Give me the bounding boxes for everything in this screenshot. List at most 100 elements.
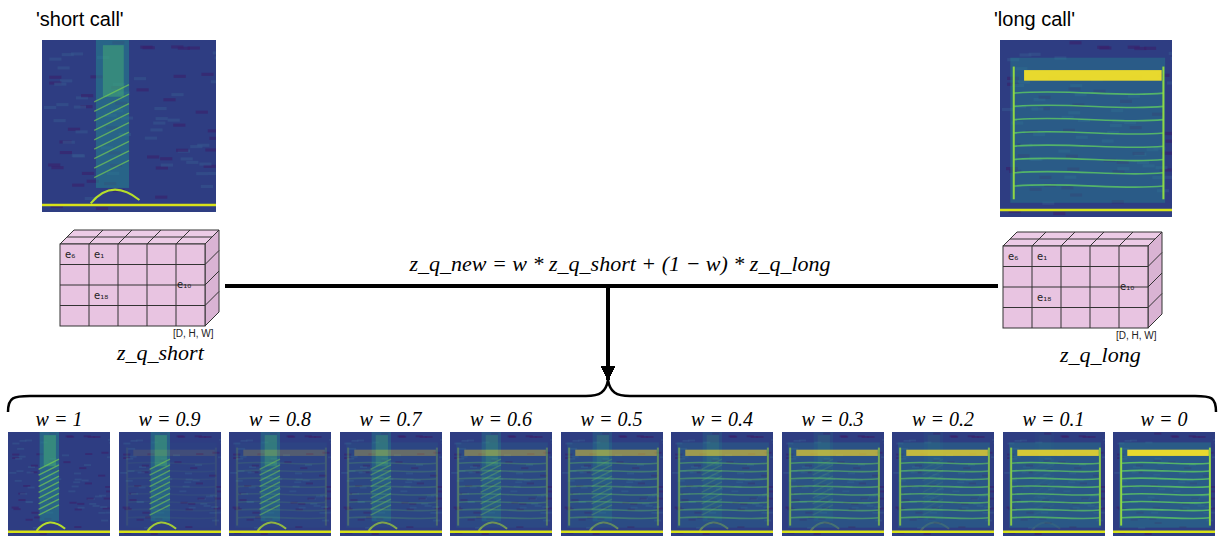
- spectrogram-noise: [28, 487, 35, 489]
- harmonic-line: [458, 509, 547, 511]
- long-call-features: [1009, 442, 1101, 527]
- harmonic-line: [679, 478, 768, 480]
- spectrogram-noise: [793, 440, 800, 442]
- grid-line: [205, 292, 219, 306]
- interpolation-formula: z_q_new = w * z_q_short + (1 − w) * z_q_…: [300, 250, 940, 278]
- spectrogram-noise: [85, 453, 92, 455]
- spectrogram-noise: [770, 456, 773, 458]
- long-call-features: [567, 442, 659, 527]
- harmonic-line: [569, 486, 658, 488]
- spectrogram-noise: [150, 128, 162, 131]
- spectrogram-noise: [77, 503, 84, 505]
- spectrogram-noise: [88, 498, 95, 500]
- spectrogram-noise: [216, 512, 221, 514]
- spectrogram-noise: [26, 501, 33, 503]
- spectrogram-noise: [87, 498, 94, 500]
- bright-harmonic: [464, 450, 546, 456]
- spectrogram-noise: [547, 512, 552, 514]
- spectrogram-noise: [441, 536, 442, 537]
- spectrogram-noise: [1102, 456, 1105, 458]
- call-band: [1010, 58, 1165, 203]
- grid-line: [60, 264, 205, 265]
- spectrogram-noise: [551, 536, 552, 537]
- codebook-index: e₆: [65, 249, 75, 261]
- merge-connector: [608, 286, 998, 380]
- spectrogram-ground: [340, 432, 442, 536]
- harmonic-line: [237, 478, 326, 480]
- spectrogram-ground: [8, 432, 110, 536]
- merge-connector: [608, 286, 998, 380]
- spectrogram-noise: [208, 129, 216, 132]
- call-band: [567, 442, 659, 527]
- spectrogram-noise: [171, 45, 183, 48]
- spectrogram-noise: [326, 486, 331, 488]
- spectrogram-noise: [130, 440, 137, 442]
- codebook-index: e₁: [1037, 251, 1047, 263]
- harmonic-line: [679, 470, 768, 472]
- spectrogram-noise: [1189, 435, 1196, 437]
- spectrogram-noise: [747, 435, 754, 437]
- call-band: [677, 442, 769, 527]
- spectrogram-panel: w = 0.9: [119, 406, 221, 536]
- merge-connector: [608, 286, 998, 380]
- spectrogram-noise: [163, 98, 175, 101]
- spectrogram-noise: [58, 66, 70, 69]
- spectrogram-noise: [636, 435, 643, 437]
- spectrogram-noise: [26, 519, 33, 521]
- harmonic-line: [900, 462, 989, 464]
- harmonic-stroke: [94, 113, 129, 130]
- harmonic-line: [1014, 145, 1164, 148]
- harmonic-line: [679, 494, 768, 496]
- spectrogram-noise: [439, 456, 442, 458]
- harmonic-line: [127, 486, 216, 488]
- spectrogram-noise: [261, 533, 268, 535]
- harmonic-stroke: [39, 499, 59, 509]
- spectrogram-noise: [549, 456, 552, 458]
- spectrogram-noise: [155, 196, 167, 199]
- spectrogram-noise: [93, 436, 100, 438]
- onset-line: [1013, 67, 1015, 200]
- codebook-index: e₁₈: [94, 290, 108, 302]
- spectrogram-noise: [82, 172, 94, 175]
- spectrogram-noise: [1164, 176, 1172, 179]
- harmonic-line: [569, 478, 658, 480]
- harmonic-line: [348, 494, 437, 496]
- spectrogram-noise: [1014, 440, 1021, 442]
- spectrogram-noise: [729, 435, 736, 437]
- spectrogram-noise: [188, 47, 200, 50]
- long-call-features: [677, 442, 769, 527]
- harmonic-stroke: [39, 488, 59, 498]
- harmonic-stroke: [94, 141, 129, 158]
- grid-line: [1010, 239, 1155, 240]
- spectrogram-noise: [768, 512, 773, 514]
- call-band: [96, 40, 129, 188]
- spectrogram-noise: [196, 172, 208, 175]
- spectrogram-panel: w = 0.5: [561, 406, 663, 536]
- dimension-label: [D, H, W]: [1116, 330, 1157, 342]
- harmonic-line: [1121, 501, 1210, 503]
- spectrogram-noise: [1034, 533, 1041, 535]
- grid-line: [1003, 307, 1148, 308]
- spectrogram-noise: [438, 491, 442, 493]
- harmonic-line: [569, 494, 658, 496]
- curly-bracket: [8, 380, 1216, 412]
- merge-connector: [225, 286, 608, 380]
- cube-top: [1003, 232, 1162, 246]
- bright-harmonic: [354, 450, 436, 456]
- spectrogram-noise: [108, 439, 110, 441]
- harmonic-line: [237, 470, 326, 472]
- spectrogram-noise: [839, 435, 846, 437]
- spectrogram-noise: [56, 103, 68, 106]
- spectrogram-noise: [440, 439, 442, 441]
- cube-front: [1003, 246, 1148, 328]
- spectrogram: [561, 432, 663, 536]
- spectrogram-noise: [326, 512, 331, 514]
- spectrogram-noise: [329, 439, 331, 441]
- spectrogram-noise: [548, 491, 552, 493]
- weight-label: w = 0.6: [450, 406, 552, 432]
- spectrogram-noise: [81, 94, 93, 97]
- merge-connector: [225, 286, 608, 380]
- cube-front: [60, 244, 205, 326]
- harmonic-line: [1121, 478, 1210, 480]
- tensor-name: z_q_long: [1060, 342, 1141, 368]
